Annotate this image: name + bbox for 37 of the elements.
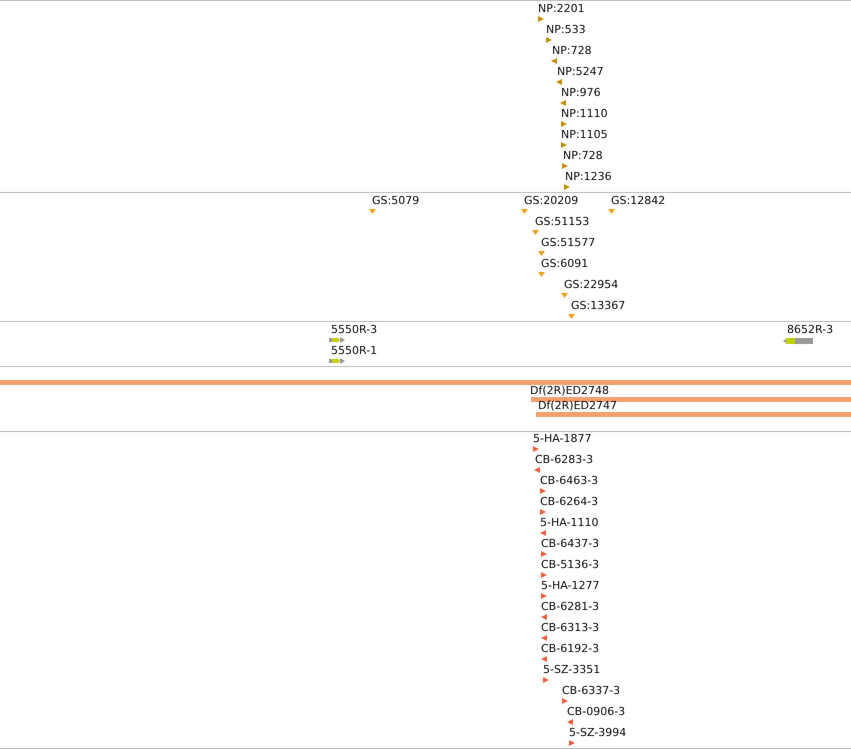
- feature-label: 5-SZ-3351: [543, 663, 600, 676]
- feature-label: CB-0906-3: [567, 705, 626, 718]
- feature-label: CB-6281-3: [541, 600, 600, 613]
- feature-label: 5-SZ-3994: [569, 726, 626, 739]
- feature-label: CB-6463-3: [540, 474, 598, 487]
- feature-label: GS:22954: [564, 278, 618, 291]
- feature-label: GS:13367: [571, 299, 626, 312]
- feature-label: GS:6091: [541, 257, 588, 270]
- feature-label: NP:1105: [561, 128, 608, 141]
- feature-label: CB-5136-3: [541, 558, 600, 571]
- feature-label: GS:51577: [541, 236, 596, 249]
- feature-label: CB-6264-3: [540, 495, 598, 508]
- feature-label: NP:976: [561, 86, 601, 99]
- feature-label: CB-6437-3: [541, 537, 600, 550]
- feature-label: NP:728: [552, 44, 592, 57]
- feature-label: GS:5079: [372, 194, 420, 207]
- feature-label: GS:51153: [535, 215, 590, 228]
- feature-label: NP:5247: [557, 65, 604, 78]
- feature-label: CB-6192-3: [541, 642, 600, 655]
- feature-label: GS:20209: [524, 194, 578, 207]
- feature-label: CB-6337-3: [562, 684, 620, 697]
- feature-label: Df(2R)ED2747: [538, 400, 617, 411]
- feature-label: NP:728: [563, 149, 603, 162]
- feature-label: CB-6283-3: [535, 453, 594, 466]
- feature-label: 5-HA-1110: [540, 516, 598, 529]
- feature-label: 5-HA-1877: [533, 432, 592, 445]
- feature-label: 5550R-3: [331, 323, 378, 336]
- feature-label: 5550R-1: [331, 344, 378, 357]
- feature-label: 8652R-3: [787, 323, 834, 336]
- feature-label: NP:1236: [565, 170, 612, 183]
- feature-label: NP:533: [546, 23, 586, 36]
- feature-label: CB-6313-3: [541, 621, 600, 634]
- feature-label: NP:1110: [561, 107, 608, 120]
- feature-label: NP:2201: [538, 2, 585, 15]
- feature-label: 5-HA-1277: [541, 579, 600, 592]
- feature-label: Df(2R)ED2748: [530, 385, 609, 396]
- feature-label: GS:12842: [611, 194, 666, 207]
